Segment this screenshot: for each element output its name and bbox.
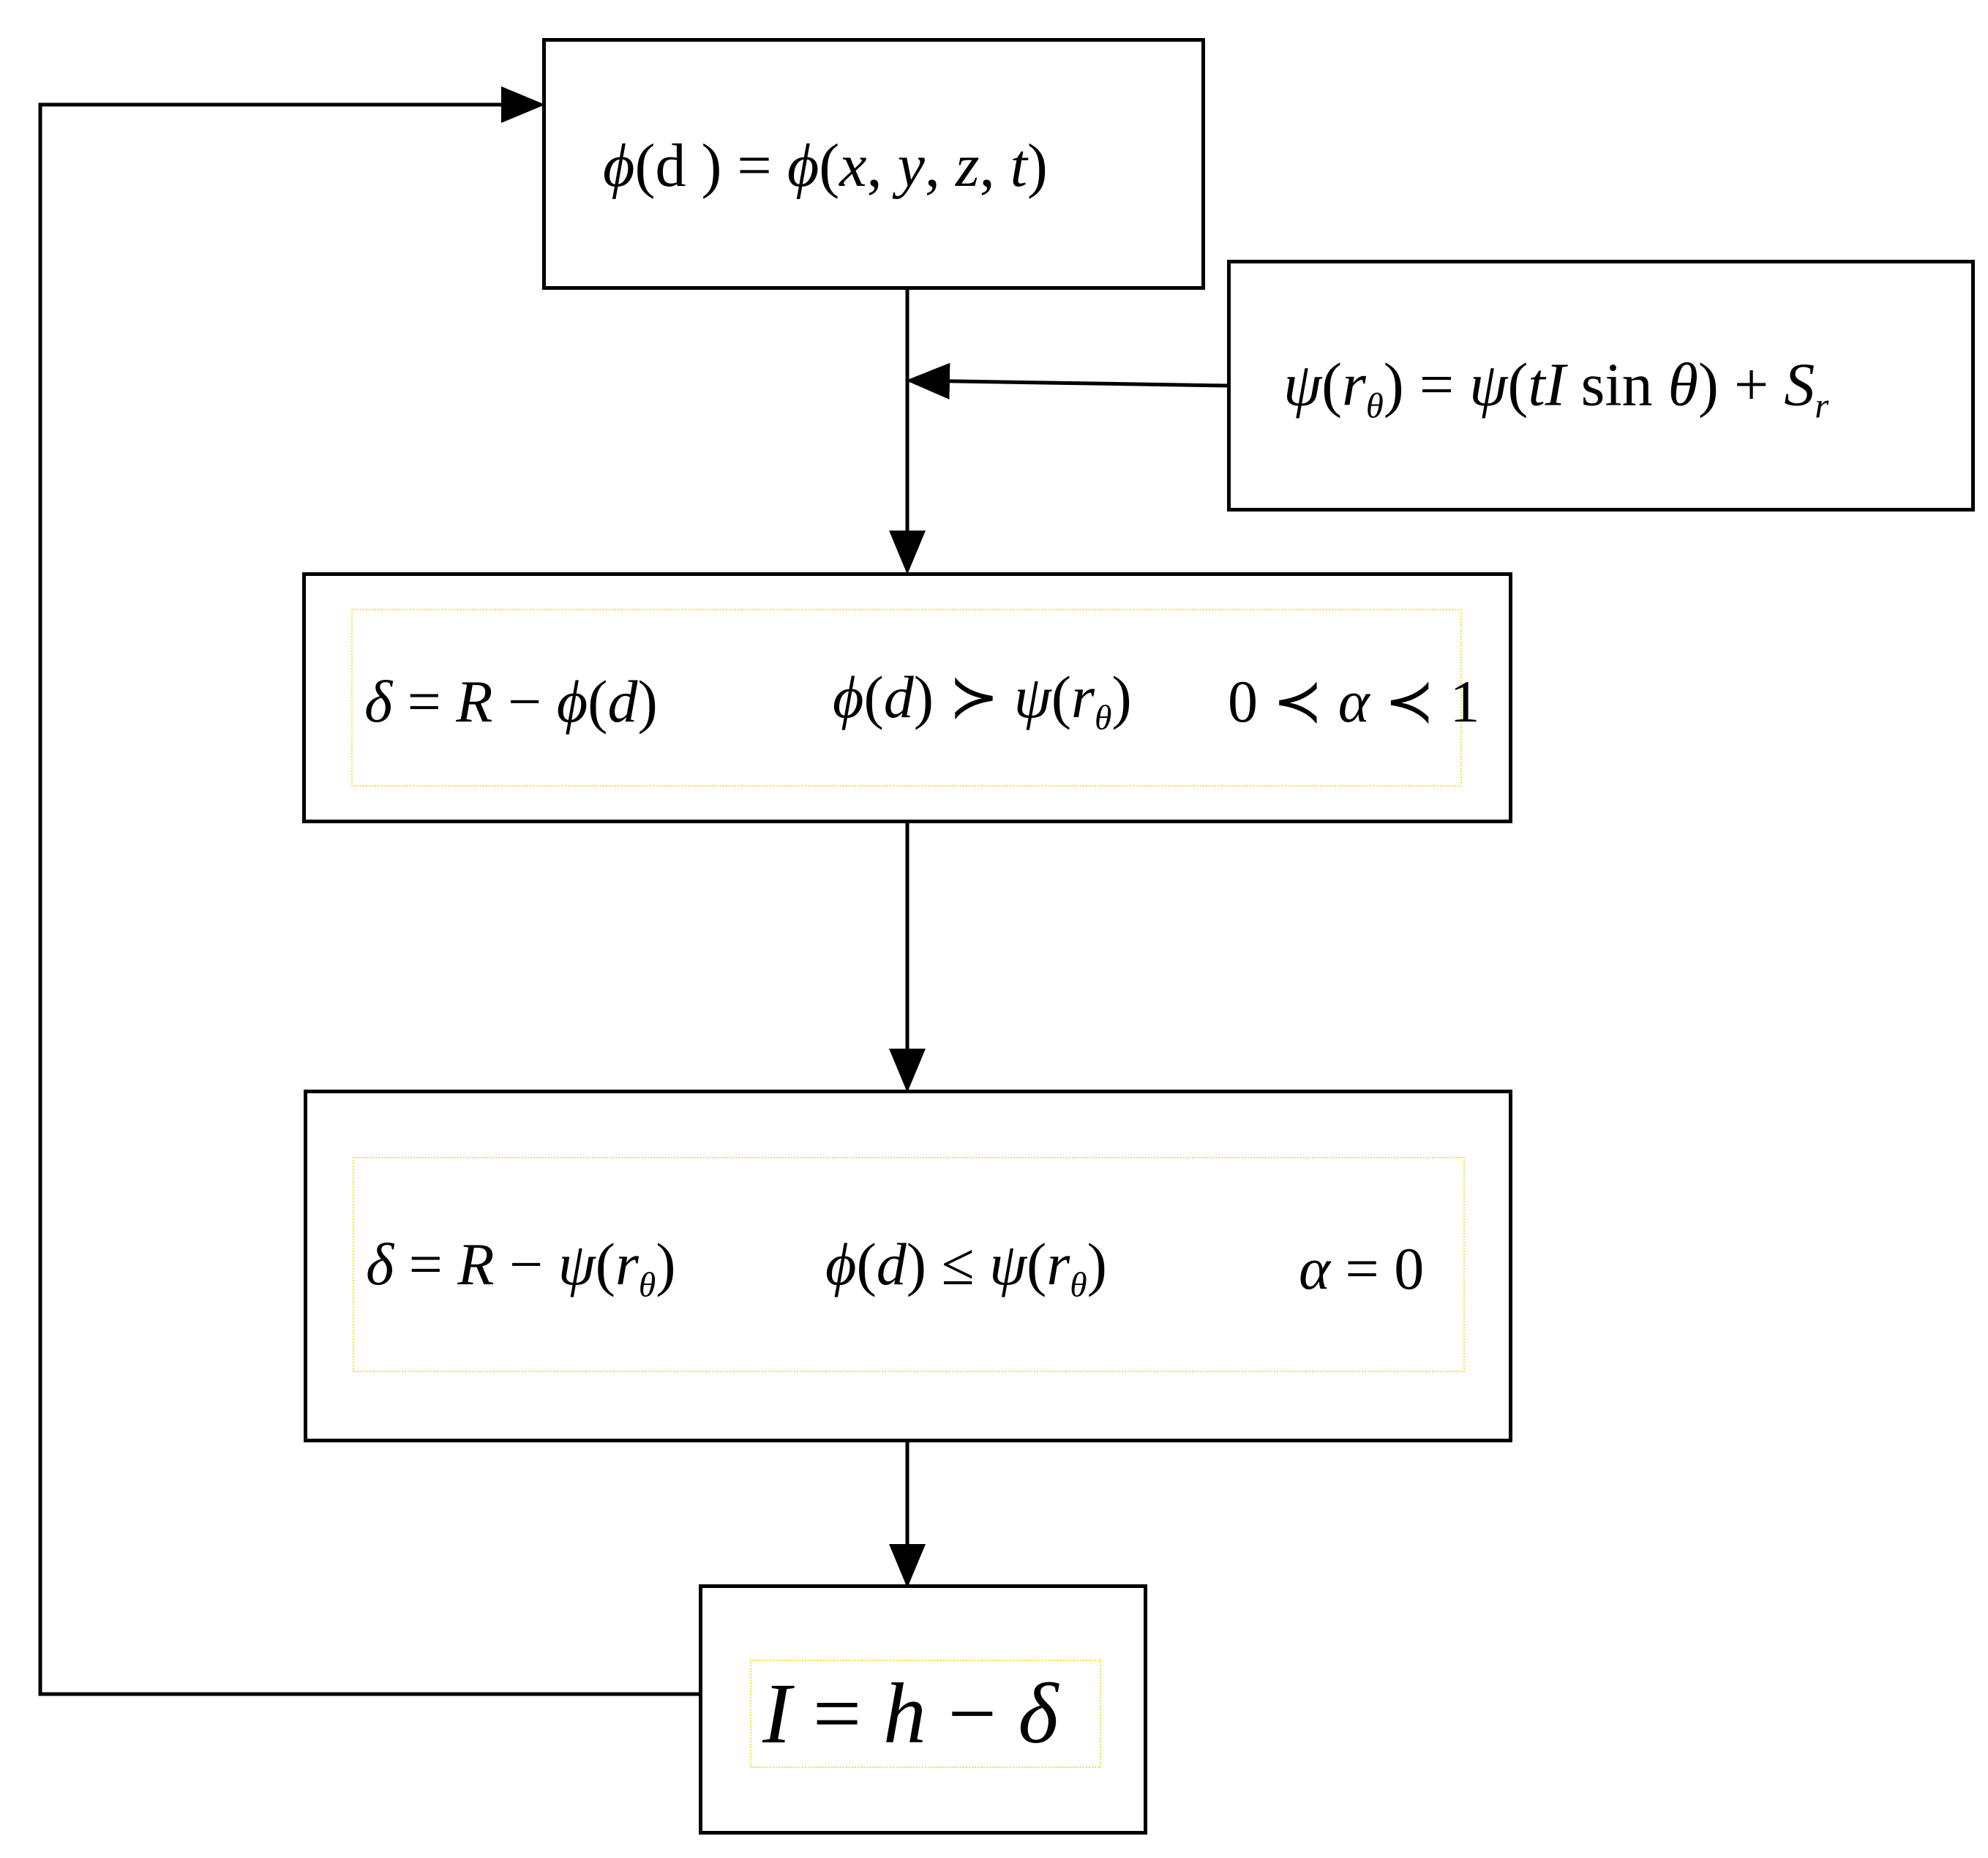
formula-token: ϕ (556, 668, 588, 735)
formula-token: = (791, 1666, 883, 1761)
arrow-psi-to-main-line (906, 362, 1229, 400)
formula-token: ϕ (787, 132, 819, 200)
box-psi: ψ(rθ) = ψ(tI sin θ) + Sr (1227, 260, 1975, 512)
formula-token: tI (1528, 351, 1566, 419)
formula-token: θ (1094, 699, 1112, 738)
formula-token: ψ (1013, 663, 1051, 730)
formula-token: , (924, 132, 956, 200)
delta-from-psi-formula: δ = R − ψ(rθ) (366, 1234, 676, 1305)
formula-token: θ (1070, 1266, 1087, 1305)
formula-token: , (979, 132, 1010, 200)
formula-token: ( (1027, 1230, 1047, 1297)
formula-token: ( (1507, 351, 1528, 419)
formula-token: ) + (1698, 351, 1785, 419)
formula-token: z (955, 132, 980, 200)
formula-token: ϕ (833, 663, 864, 730)
formula-token: ) (1087, 1230, 1107, 1297)
formula-token: r (1046, 1230, 1070, 1297)
formula-token: ( (856, 1230, 877, 1297)
formula-token: ϕ (603, 132, 635, 200)
formula-token: ) (1027, 132, 1048, 200)
formula-token: δ (366, 1230, 394, 1297)
box-phi: ϕ(d ) = ϕ(x, y, z, t) (542, 38, 1205, 290)
formula-token: ψ (989, 1230, 1027, 1297)
formula-token: r (1815, 386, 1829, 426)
delta-from-phi-formula: δ = R − ϕ(d) (364, 672, 658, 732)
formula-token: S (1784, 351, 1815, 419)
formula-token: R (457, 1230, 495, 1297)
formula-token: d (876, 1230, 907, 1297)
formula-token: r (615, 1230, 639, 1297)
formula-token: α (1338, 668, 1370, 735)
box-condition-2: δ = R − ψ(rθ) ϕ(d) ≤ ψ(rθ) α = 0 (304, 1090, 1512, 1442)
condition-2-inner-frame (353, 1157, 1465, 1372)
formula-token: ) (1111, 663, 1132, 730)
formula-token: ( (1321, 351, 1343, 419)
box-output: I = h − δ (699, 1584, 1147, 1835)
formula-token: = 0 (1330, 1235, 1425, 1302)
formula-token: ( (1051, 663, 1072, 730)
formula-token: ( (588, 668, 608, 735)
formula-token: ) ≤ (906, 1230, 990, 1297)
formula-token: sin (1565, 351, 1668, 419)
formula-token: ) (656, 1230, 676, 1297)
alpha-zero-formula: α = 0 (1299, 1239, 1424, 1299)
phi-definition-formula: ϕ(d ) = ϕ(x, y, z, t) (603, 135, 1048, 197)
formula-token: ( (819, 132, 840, 200)
formula-token: t (1010, 132, 1027, 200)
psi-definition-formula: ψ(rθ) = ψ(tI sin θ) + Sr (1283, 354, 1829, 426)
formula-token: − (926, 1666, 1019, 1761)
formula-token: ψ (1469, 351, 1508, 419)
output-inner-frame (750, 1660, 1101, 1768)
formula-token: ) = (1383, 351, 1470, 419)
formula-token: 0 ≺ (1228, 668, 1338, 735)
formula-token: h (882, 1666, 926, 1761)
formula-token: d (883, 663, 914, 730)
formula-token: ψ (1283, 351, 1322, 419)
formula-token: = (392, 668, 457, 735)
formula-token: y (897, 132, 925, 200)
formula-token: r (1342, 351, 1366, 419)
formula-token: δ (1018, 1666, 1059, 1761)
phi-greater-than-psi-formula: ϕ(d) ≻ ψ(rθ) (833, 667, 1132, 736)
formula-token: ψ (558, 1230, 596, 1297)
condition-1-inner-frame (351, 609, 1462, 787)
phi-at-most-psi-formula: ϕ(d) ≤ ψ(rθ) (825, 1234, 1107, 1305)
formula-token: θ (638, 1266, 656, 1305)
feedback-loop-arrow (38, 86, 699, 1696)
formula-token: R (456, 668, 493, 735)
formula-token: I (762, 1666, 792, 1761)
box-condition-1: δ = R − ϕ(d) ϕ(d) ≻ ψ(rθ) 0 ≺ α ≺ 1 (302, 572, 1512, 823)
formula-token: r (1071, 663, 1095, 730)
formula-token: , (866, 132, 898, 200)
formula-token: ) (637, 668, 658, 735)
formula-token: − (492, 668, 557, 735)
formula-token: ϕ (825, 1230, 857, 1297)
formula-token: θ (1668, 351, 1698, 419)
formula-token: ) ≻ (913, 663, 1014, 730)
formula-token: δ (364, 668, 393, 735)
formula-token: ( (595, 1230, 615, 1297)
formula-token: (d ) = (634, 132, 787, 200)
formula-token: α (1299, 1235, 1331, 1302)
formula-token: ≺ 1 (1369, 668, 1480, 735)
formula-token: x (839, 132, 867, 200)
formula-token: = (394, 1230, 458, 1297)
formula-token: d (607, 668, 638, 735)
formula-token: − (494, 1230, 558, 1297)
output-formula: I = h − δ (762, 1671, 1058, 1757)
alpha-range-formula: 0 ≺ α ≺ 1 (1228, 672, 1479, 732)
formula-token: ( (863, 663, 884, 730)
formula-token: θ (1365, 386, 1384, 426)
